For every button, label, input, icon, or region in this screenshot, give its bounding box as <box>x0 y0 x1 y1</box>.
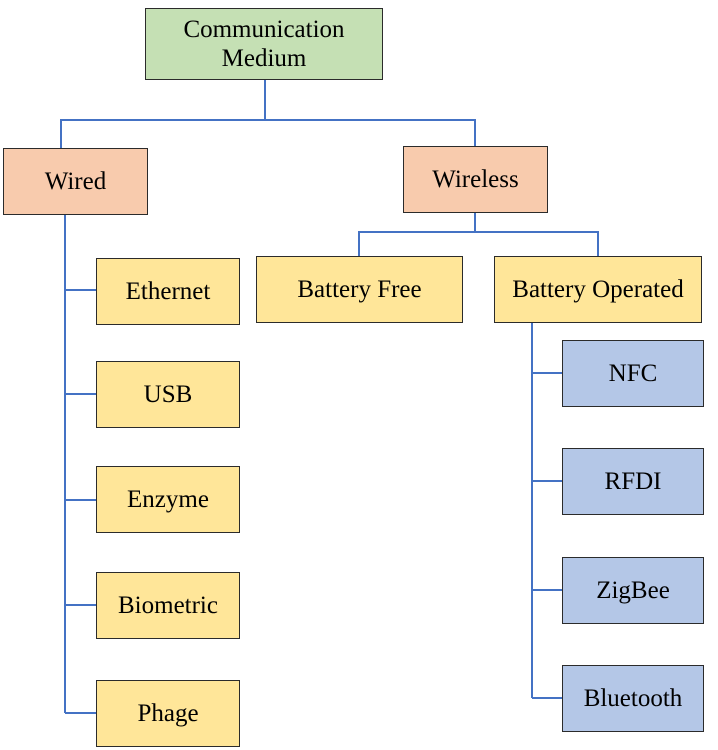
zigbee-node: ZigBee <box>562 557 704 624</box>
ethernet-node: Ethernet <box>96 258 240 325</box>
root-label-line1: Communication <box>183 15 345 43</box>
nfc-node: NFC <box>562 340 704 407</box>
connector-wireless <box>358 213 476 256</box>
ethernet-label: Ethernet <box>125 277 211 305</box>
bluetooth-label: Bluetooth <box>583 684 683 712</box>
battery-free-label: Battery Free <box>297 275 422 303</box>
wireless-label: Wireless <box>432 165 519 193</box>
rfdi-node: RFDI <box>562 448 704 515</box>
wired-label: Wired <box>44 167 107 195</box>
connector-root-wireless <box>265 119 476 146</box>
enzyme-node: Enzyme <box>96 466 240 533</box>
root-label-line2: Medium <box>221 45 307 72</box>
battery-operated-label: Battery Operated <box>512 275 684 303</box>
zigbee-label: ZigBee <box>596 576 670 604</box>
connector-root <box>60 80 266 148</box>
battery-operated-node: Battery Operated <box>494 256 702 323</box>
rfdi-label: RFDI <box>604 467 662 495</box>
biometric-node: Biometric <box>96 572 240 639</box>
phage-label: Phage <box>137 699 199 727</box>
bluetooth-node: Bluetooth <box>562 665 704 732</box>
wired-node: Wired <box>3 148 148 215</box>
enzyme-label: Enzyme <box>127 485 209 513</box>
connector-wireless-operated <box>475 231 599 256</box>
usb-label: USB <box>143 380 193 408</box>
root-node: Communication Medium <box>145 8 383 80</box>
usb-node: USB <box>96 361 240 428</box>
biometric-label: Biometric <box>118 591 218 619</box>
wireless-node: Wireless <box>403 146 548 213</box>
phage-node: Phage <box>96 680 240 747</box>
nfc-label: NFC <box>608 359 658 387</box>
battery-free-node: Battery Free <box>256 256 463 323</box>
